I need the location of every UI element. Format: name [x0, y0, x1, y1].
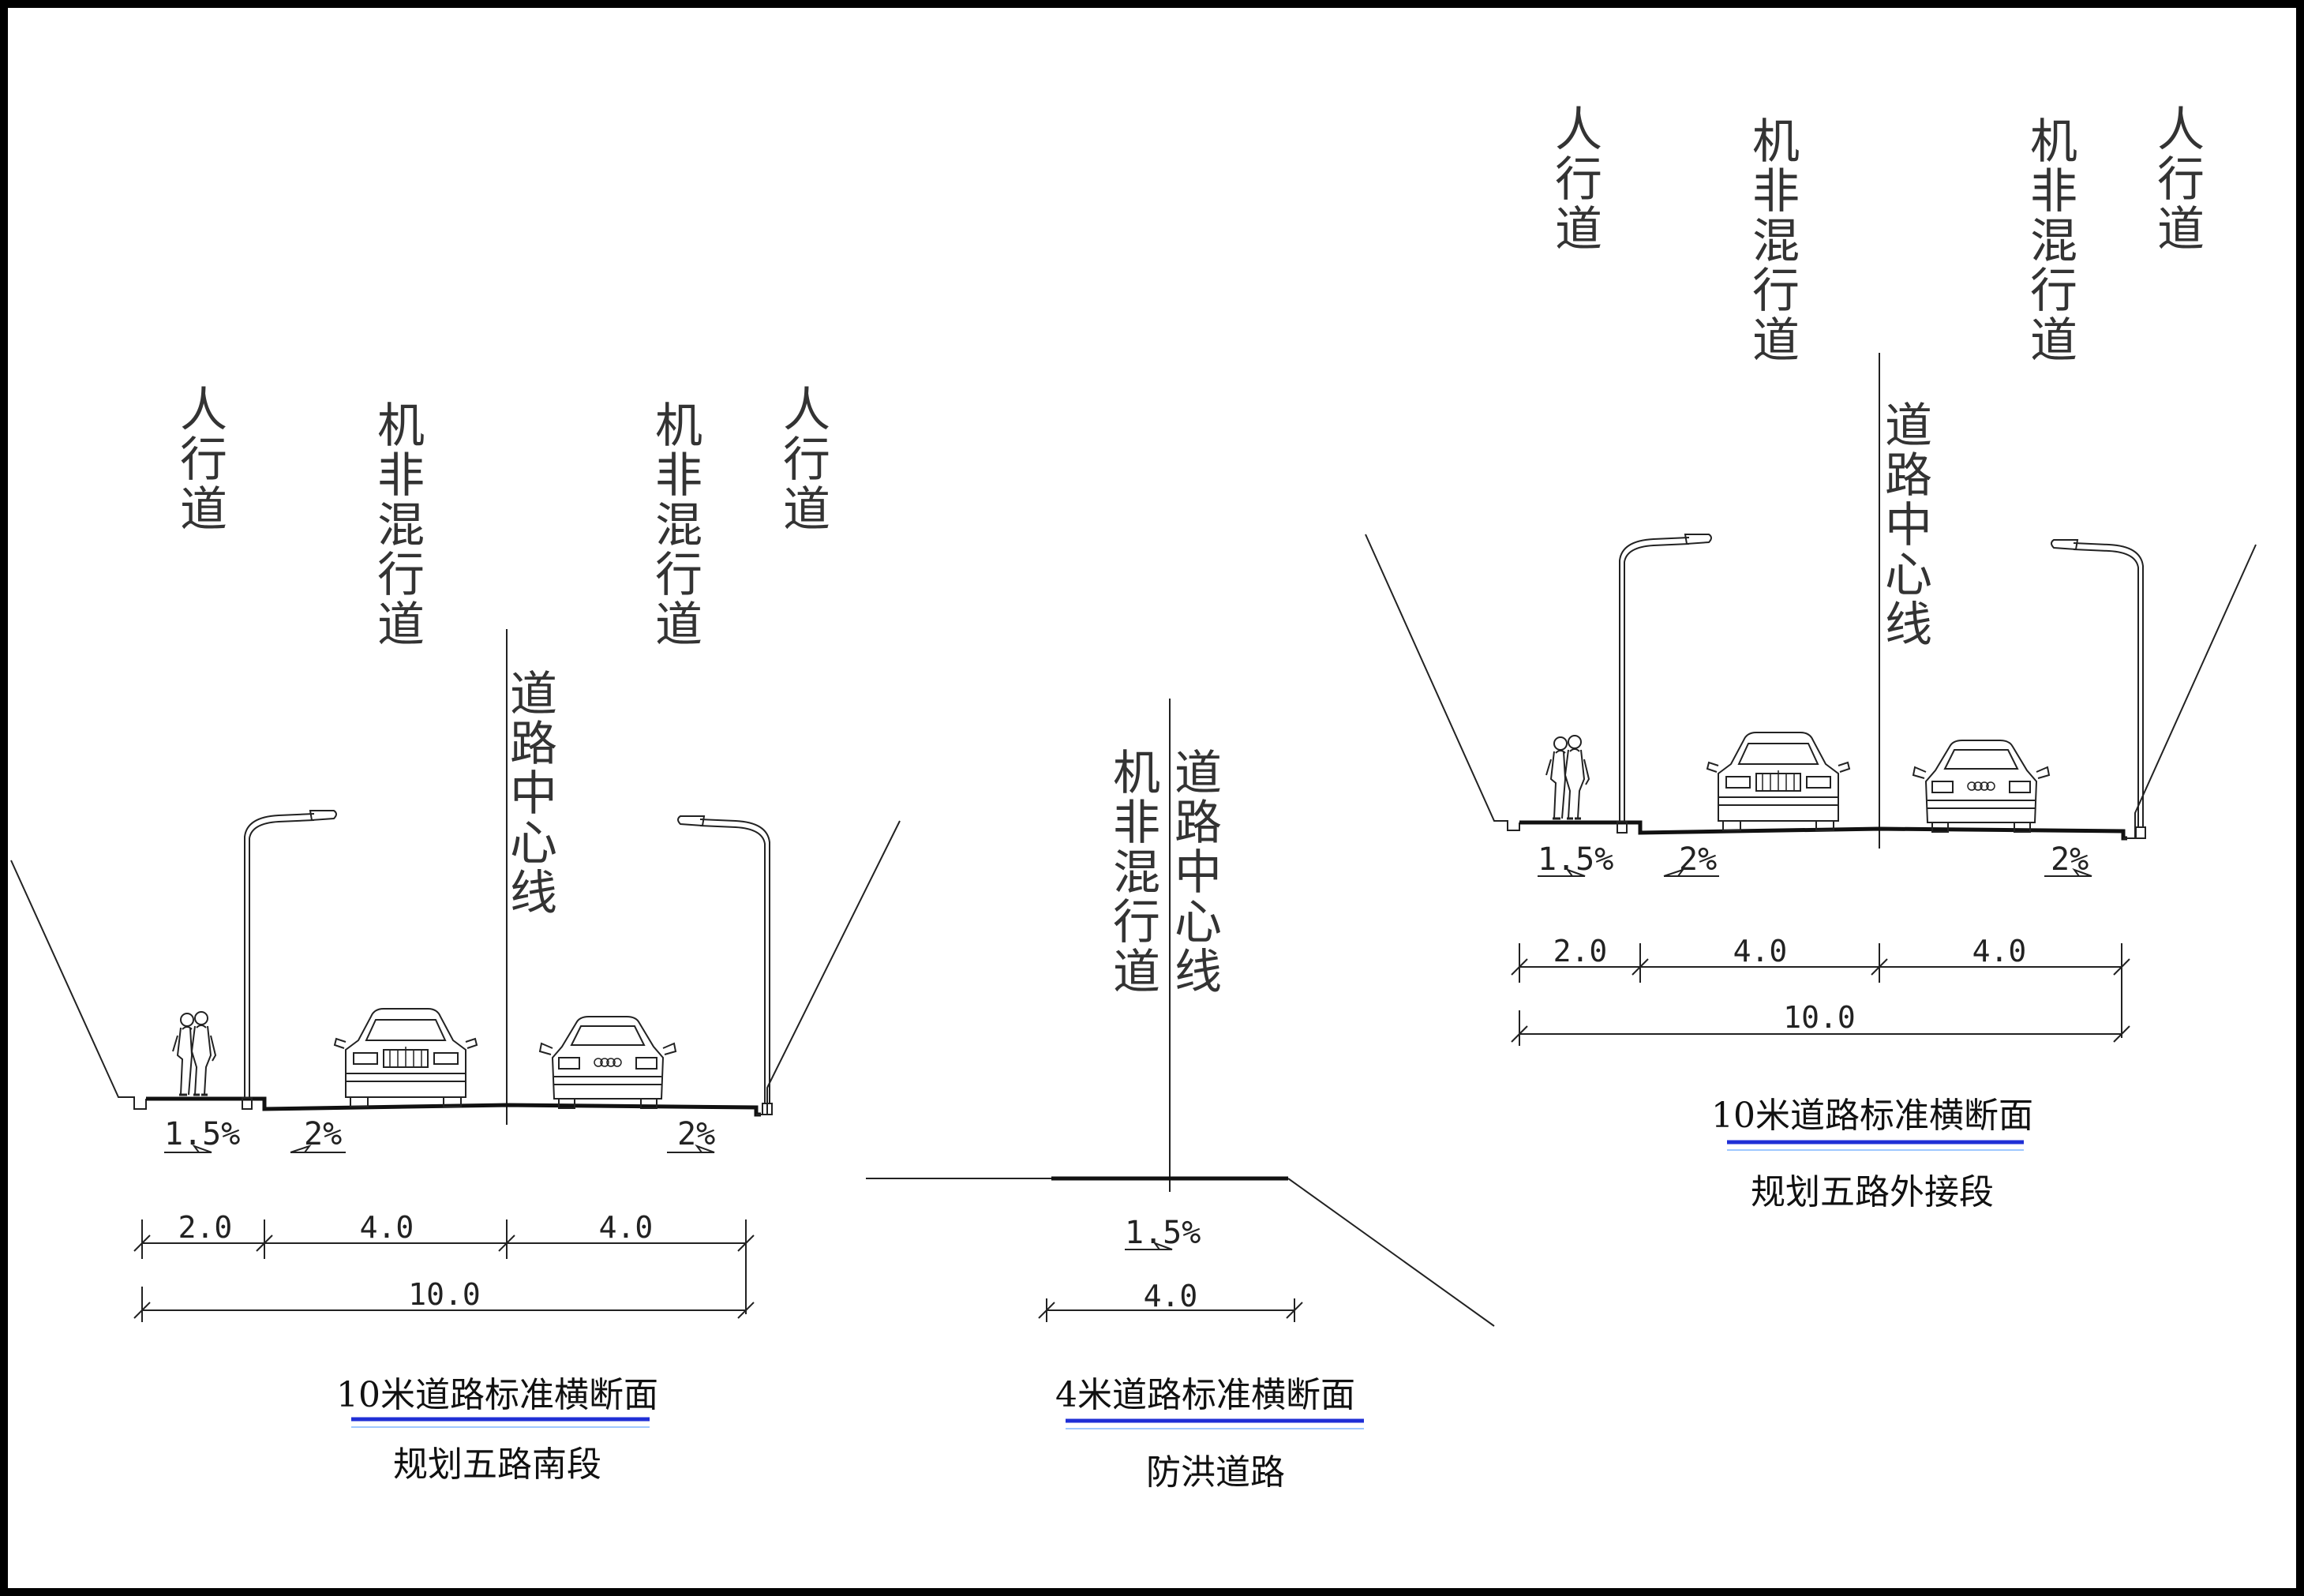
label-sidewalk-left: 人行道 — [1555, 103, 1602, 257]
streetlight-icon — [2051, 539, 2146, 839]
section-right: 人行道 机非混行道 道路中心线 机非混行道 人行道 1.5% 2% 2% — [1365, 103, 2257, 1212]
label-sidewalk-right: 人行道 — [2157, 103, 2205, 257]
streetlight-icon — [1617, 534, 1712, 834]
section-subtitle: 规划五路外接段 — [1751, 1172, 1994, 1212]
cut-slope-left — [1365, 534, 1520, 831]
dim-sidewalk: 2.0 — [178, 1210, 233, 1245]
dim-lane-left: 4.0 — [360, 1210, 414, 1245]
fill-slope-right — [1287, 1178, 1495, 1327]
section-title: 10米道路标准横断面 — [336, 1375, 658, 1415]
car-front-icon — [334, 1008, 478, 1107]
cut-slope-right — [2123, 544, 2257, 839]
pedestrian-icon — [171, 1010, 217, 1096]
dim-lane-right: 4.0 — [599, 1210, 654, 1245]
label-lane: 机非混行道 — [1113, 746, 1160, 1000]
section-left: 人行道 机非混行道 道路中心线 机非混行道 人行道 1.5% 2% 2% — [10, 383, 901, 1485]
label-centerline-right-section: 道路中心线 — [1885, 399, 1932, 653]
slope-lane-left: 2% — [1679, 841, 1717, 878]
slope-sidewalk: 1.5% — [164, 1116, 240, 1152]
label-centerline-middle-section: 道路中心线 — [1174, 746, 1222, 1000]
streetlight-icon — [677, 815, 773, 1115]
dim-total: 10.0 — [1783, 1000, 1856, 1035]
slope-lane: 1.5% — [1125, 1215, 1201, 1251]
cut-slope-right — [756, 820, 901, 1115]
section-subtitle: 规划五路南段 — [393, 1444, 601, 1485]
dimension-lines — [1511, 943, 2130, 1046]
section-subtitle: 防洪道路 — [1146, 1452, 1285, 1493]
section-title: 10米道路标准横断面 — [1711, 1096, 2033, 1136]
dimension-lines — [1038, 1298, 1303, 1322]
slope-lane-left: 2% — [304, 1116, 342, 1152]
pedestrian-icon — [1545, 734, 1590, 820]
slope-sidewalk: 1.5% — [1538, 841, 1613, 878]
dim-sidewalk: 2.0 — [1553, 934, 1608, 968]
label-lane-right: 机非混行道 — [2030, 114, 2077, 369]
label-lane-right: 机非混行道 — [655, 399, 702, 653]
dim-lane-left: 4.0 — [1733, 934, 1788, 968]
dim-lane-right: 4.0 — [1972, 934, 2027, 968]
label-sidewalk-left: 人行道 — [180, 383, 227, 538]
slope-lane-right: 2% — [677, 1116, 715, 1152]
label-lane-left: 机非混行道 — [1752, 114, 1800, 369]
label-lane-left: 机非混行道 — [377, 399, 425, 653]
section-title: 4米道路标准横断面 — [1055, 1375, 1355, 1415]
section-middle: 机非混行道 道路中心线 1.5% 4.0 4米道路标准横断面 防洪道路 — [866, 699, 1495, 1493]
label-sidewalk-right: 人行道 — [783, 383, 830, 538]
dim-total: 4.0 — [1144, 1279, 1198, 1313]
streetlight-icon — [242, 810, 337, 1110]
car-front-icon — [1706, 732, 1850, 831]
dim-total: 10.0 — [408, 1277, 481, 1312]
dimension-lines — [133, 1219, 755, 1322]
car-rear-icon — [539, 1016, 676, 1109]
cut-slope-left — [10, 860, 147, 1110]
slope-lane-right: 2% — [2051, 841, 2089, 878]
car-rear-icon — [1913, 740, 2050, 833]
label-centerline-left-section: 道路中心线 — [510, 667, 557, 921]
